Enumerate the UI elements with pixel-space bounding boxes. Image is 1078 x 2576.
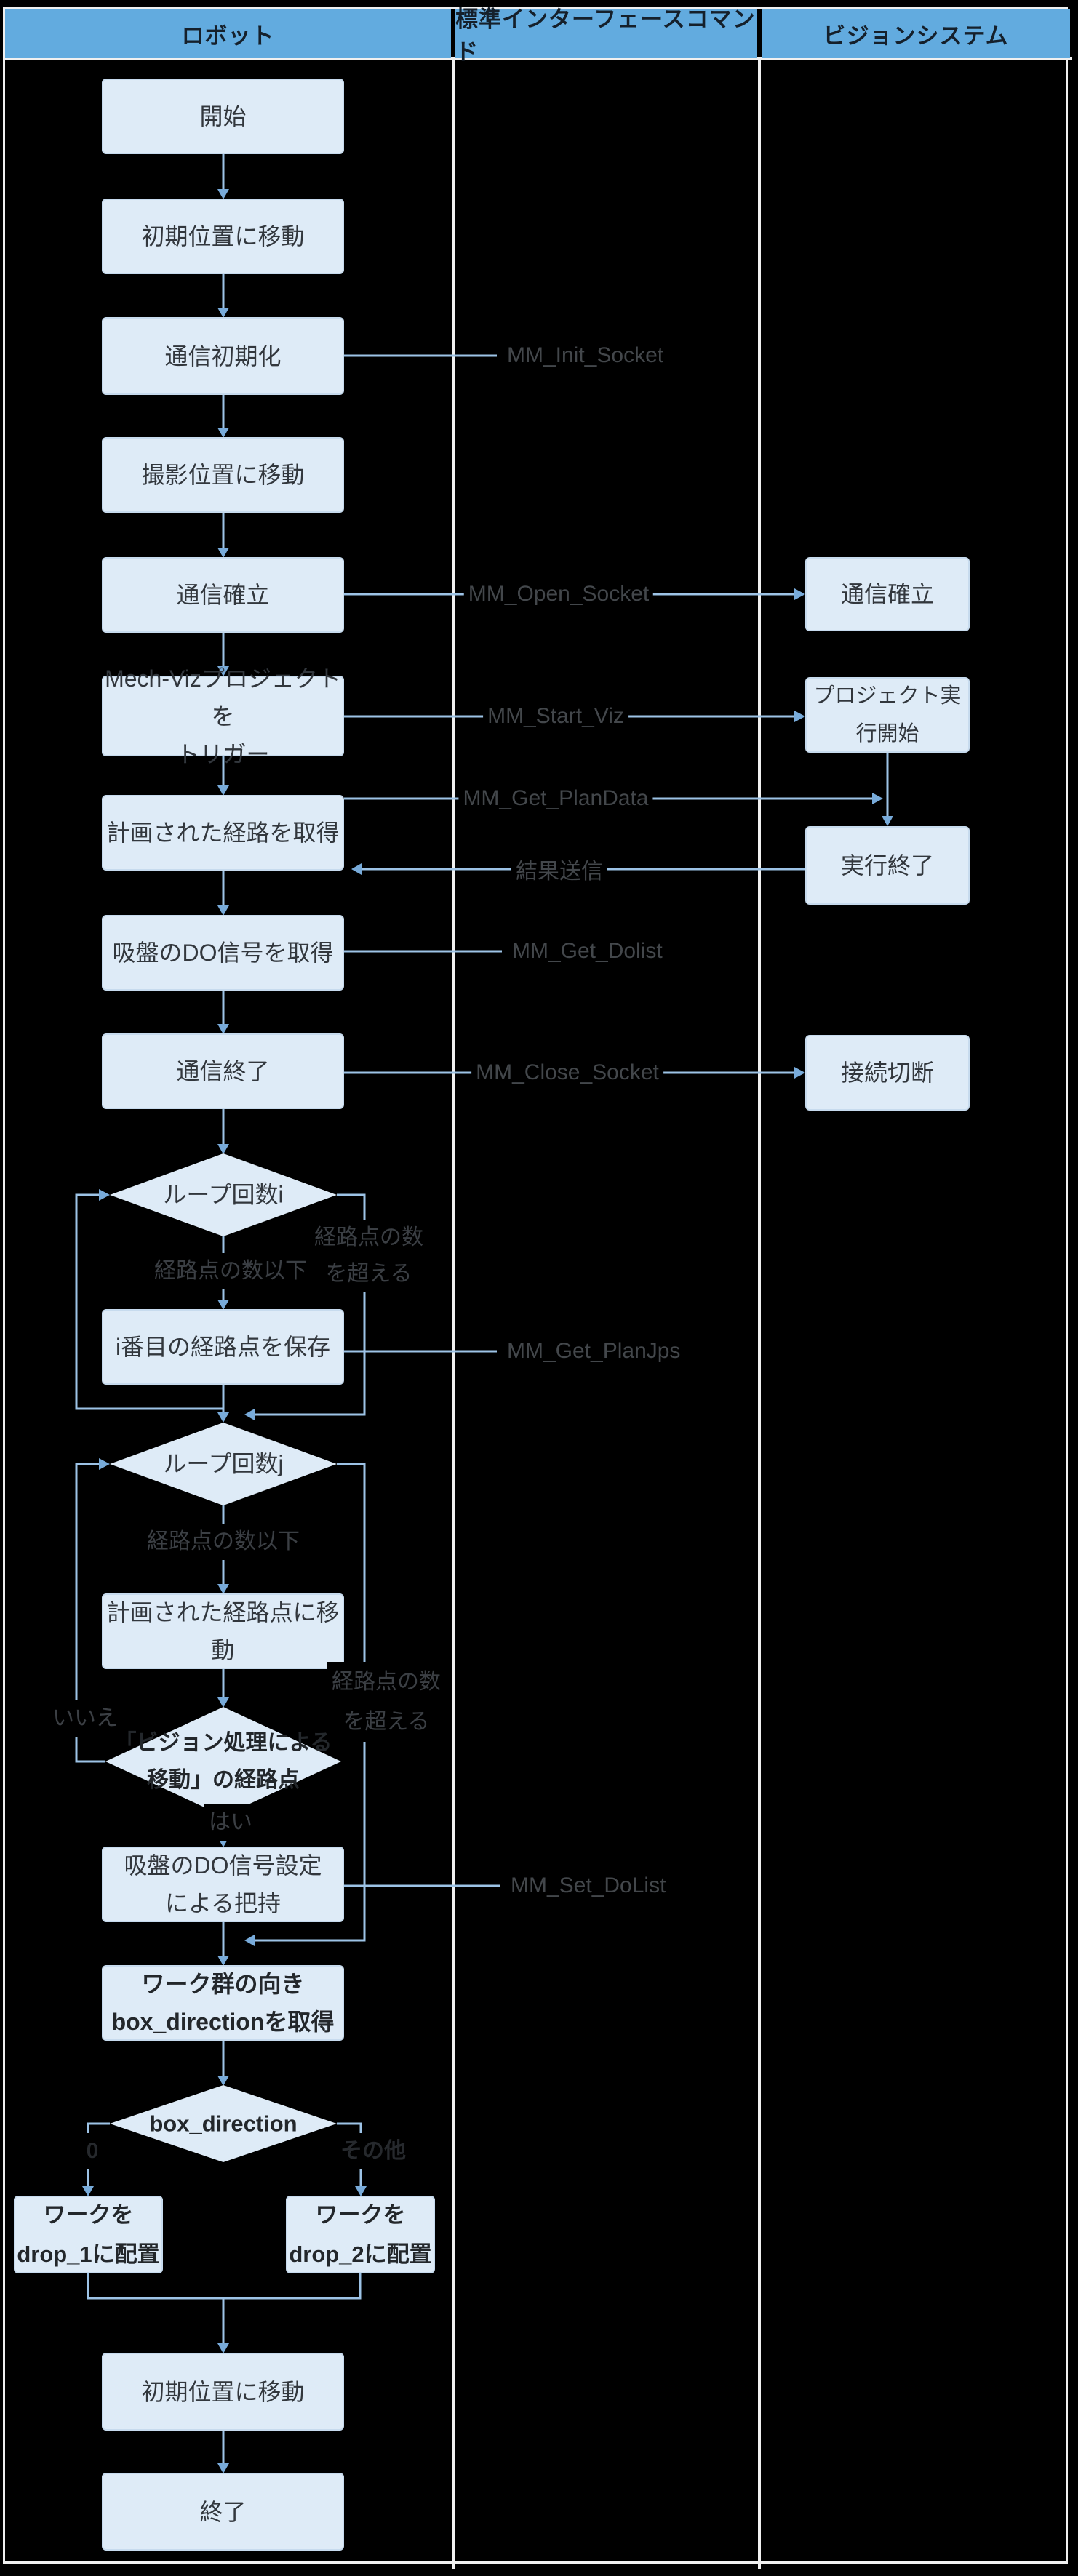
vision-check-label: 「ビジョン処理による 移動」の経路点 <box>114 1724 332 1799</box>
branch-loop-j-within: 経路点の数以下 <box>143 1524 304 1560</box>
node-grip-line1: 吸盤のDO信号設定 <box>124 1852 322 1879</box>
node-place-drop2: ワークを drop_2に配置 <box>286 2196 435 2273</box>
lane-divider-2 <box>758 58 761 2569</box>
box-direction-label: box_direction <box>149 2111 298 2137</box>
lane-header-robot: ロボット <box>5 9 451 58</box>
vision-node-disconnect: 接続切断 <box>805 1035 970 1111</box>
cmd-get-plandata: MM_Get_PlanData <box>458 785 653 812</box>
node-move-initial-2: 初期位置に移動 <box>102 2353 344 2431</box>
node-place-drop1-line1: ワークを <box>43 2201 134 2228</box>
vision-node-comm-establish: 通信確立 <box>805 557 970 631</box>
branch-loop-i-exceeds-line1: 経路点の数 <box>314 1225 423 1249</box>
node-comm-end: 通信終了 <box>102 1033 344 1109</box>
loop-i-diamond <box>110 1153 337 1236</box>
node-move-initial: 初期位置に移動 <box>102 199 344 274</box>
cmd-close-socket: MM_Close_Socket <box>471 1059 663 1087</box>
lane-header-interface: 標準インターフェースコマンド <box>455 7 757 65</box>
cmd-start-viz: MM_Start_Viz <box>483 703 628 730</box>
node-trigger-viz-line1: Mech-Vizプロジェクトを <box>105 665 341 729</box>
node-get-box-direction-line1: ワーク群の向き <box>141 1971 305 1997</box>
cmd-open-socket: MM_Open_Socket <box>463 580 654 608</box>
vision-node-project-start: プロジェクト実行開始 <box>805 677 970 753</box>
node-get-box-direction-line2: box_directionを取得 <box>111 2009 335 2035</box>
decision-diamonds <box>105 1153 341 2162</box>
vision-check-line1: 「ビジョン処理による <box>114 1731 332 1755</box>
node-place-drop1: ワークを drop_1に配置 <box>14 2196 163 2273</box>
node-get-path: 計画された経路を取得 <box>102 795 344 871</box>
vision-check-diamond <box>105 1707 341 1816</box>
node-place-drop2-line2: drop_2に配置 <box>289 2241 432 2267</box>
node-trigger-viz-line2: トリガー <box>176 740 270 767</box>
branch-loop-j-exceeds-line1: 経路点の数 <box>332 1670 441 1694</box>
branch-yes: はい <box>204 1804 257 1841</box>
header-divider <box>3 57 1072 60</box>
node-move-waypoint: 計画された経路点に移動 <box>102 1593 344 1669</box>
lane-divider-1 <box>452 58 455 2569</box>
branch-loop-i-exceeds: 経路点の数 を超える <box>310 1220 428 1292</box>
branch-loop-j-exceeds-line2: を超える <box>343 1710 430 1734</box>
branch-zero: 0 <box>81 2133 103 2169</box>
branch-loop-i-exceeds-line2: を超える <box>325 1262 412 1286</box>
vision-node-exec-end: 実行終了 <box>805 826 970 905</box>
node-grip: 吸盤のDO信号設定 による把持 <box>102 1847 344 1922</box>
loop-i-label: ループ回数i <box>163 1181 284 1208</box>
branch-loop-i-within: 経路点の数以下 <box>150 1253 311 1289</box>
branch-no: いいえ <box>48 1700 122 1737</box>
loop-j-label: ループ回数j <box>163 1450 284 1477</box>
lane-header-vision: ビジョンシステム <box>762 9 1070 58</box>
node-get-do-signal: 吸盤のDO信号を取得 <box>102 915 344 991</box>
cmd-init-socket: MM_Init_Socket <box>503 342 668 369</box>
node-end: 終了 <box>102 2473 344 2551</box>
cmd-get-planjps: MM_Get_PlanJps <box>503 1337 685 1365</box>
outer-border <box>3 7 1068 2564</box>
box-direction-diamond <box>110 2085 337 2162</box>
node-grip-line2: による把持 <box>164 1890 282 1916</box>
node-comm-init: 通信初期化 <box>102 317 344 395</box>
cmd-set-dolist: MM_Set_DoList <box>506 1872 671 1900</box>
branch-other: その他 <box>336 2133 410 2169</box>
node-place-drop2-line1: ワークを <box>315 2201 406 2228</box>
cmd-get-dolist: MM_Get_Dolist <box>508 937 667 965</box>
node-comm-establish: 通信確立 <box>102 557 344 633</box>
loop-j-diamond <box>110 1423 337 1505</box>
branch-loop-j-exceeds: 経路点の数 を超える <box>327 1662 445 1742</box>
cmd-send-result: 結果送信 <box>511 852 607 887</box>
node-trigger-viz: Mech-Vizプロジェクトを トリガー <box>102 665 344 767</box>
node-get-box-direction: ワーク群の向き box_directionを取得 <box>102 1965 344 2041</box>
vision-check-line2: 移動」の経路点 <box>146 1768 300 1792</box>
node-move-capture: 撮影位置に移動 <box>102 437 344 513</box>
node-save-waypoint: i番目の経路点を保存 <box>102 1309 344 1385</box>
node-place-drop1-line2: drop_1に配置 <box>17 2241 160 2267</box>
node-start: 開始 <box>102 79 344 154</box>
